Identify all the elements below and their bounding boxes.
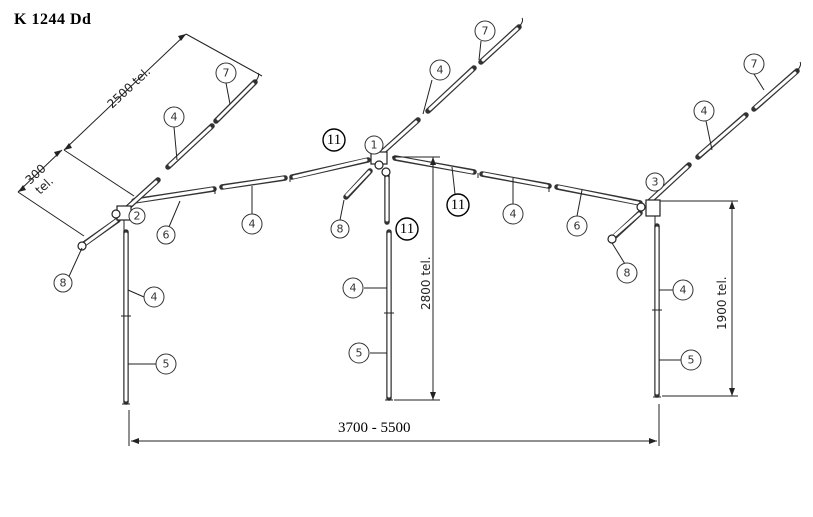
part-label-5-left: 5 xyxy=(155,353,177,375)
part-label-11-left: 11 xyxy=(322,128,346,152)
side-height-dimension: 1900 tel. xyxy=(660,200,738,397)
part-label-4-left-awning: 4 xyxy=(163,106,185,128)
part-label-4-left-pole: 4 xyxy=(143,286,165,308)
part-label-4-center-pole: 4 xyxy=(342,277,364,299)
part-label-4-center-awning: 4 xyxy=(429,59,451,81)
center-height-label: 2800 tel. xyxy=(419,256,433,310)
svg-text:11: 11 xyxy=(451,197,465,213)
svg-text:4: 4 xyxy=(171,111,178,124)
svg-text:5: 5 xyxy=(688,354,695,367)
svg-text:4: 4 xyxy=(151,291,158,304)
svg-text:11: 11 xyxy=(400,221,414,237)
part-label-11-right: 11 xyxy=(446,193,470,217)
part-label-5-right: 5 xyxy=(680,349,702,371)
part-label-7-left: 7 xyxy=(215,62,237,84)
width-label: 3700 - 5500 xyxy=(338,420,411,436)
part-label-8-left: 8 xyxy=(53,273,73,293)
part-label-6-right: 6 xyxy=(566,215,588,237)
svg-text:7: 7 xyxy=(482,25,489,38)
part-label-4-right-awning: 4 xyxy=(693,100,715,122)
width-dimension: 3700 - 5500 xyxy=(128,404,660,446)
svg-text:4: 4 xyxy=(680,284,687,297)
svg-text:4: 4 xyxy=(249,218,256,231)
part-label-7-right: 7 xyxy=(743,53,765,75)
left-roof-rafter xyxy=(131,157,371,204)
part-label-6-left: 6 xyxy=(156,225,176,245)
svg-text:11: 11 xyxy=(327,132,341,148)
part-label-7-center: 7 xyxy=(474,20,496,42)
svg-text:6: 6 xyxy=(163,229,170,242)
svg-text:4: 4 xyxy=(350,282,357,295)
svg-text:1: 1 xyxy=(371,139,378,152)
part-label-5-center: 5 xyxy=(348,342,370,364)
part-label-3: 3 xyxy=(645,172,665,192)
svg-text:5: 5 xyxy=(356,347,363,360)
peak-joint xyxy=(370,151,391,177)
side-height-label: 1900 tel. xyxy=(715,276,729,330)
drawing-title: K 1244 Dd xyxy=(14,11,92,28)
awning-length-label: 2500 tel. xyxy=(104,64,153,111)
right-awning-pole xyxy=(607,61,802,244)
part-label-8-center: 8 xyxy=(330,219,350,239)
svg-text:4: 4 xyxy=(510,208,517,221)
svg-text:4: 4 xyxy=(437,64,444,77)
center-awning-pole xyxy=(343,17,524,200)
part-label-1: 1 xyxy=(364,135,384,155)
svg-text:4: 4 xyxy=(701,105,708,118)
center-height-dimension: 2800 tel. xyxy=(392,156,440,401)
center-upright-pole xyxy=(384,173,394,401)
right-upright-pole xyxy=(652,223,662,398)
awning-offset-dimension: 300 tel. xyxy=(17,149,85,237)
part-label-8-right: 8 xyxy=(616,262,638,284)
part-label-4-right-pole: 4 xyxy=(672,279,694,301)
left-upright-pole xyxy=(121,229,131,405)
svg-text:7: 7 xyxy=(751,58,758,71)
part-label-4-left-rafter: 4 xyxy=(241,213,263,235)
part-label-4-right-rafter: 4 xyxy=(502,203,524,225)
svg-text:5: 5 xyxy=(163,358,170,371)
svg-text:8: 8 xyxy=(60,277,67,290)
svg-text:7: 7 xyxy=(223,67,230,80)
left-awning-pole xyxy=(77,72,260,251)
right-eave-joint xyxy=(636,199,661,226)
part-label-11-center: 11 xyxy=(395,217,419,241)
svg-text:2: 2 xyxy=(134,210,141,223)
svg-text:8: 8 xyxy=(624,267,631,280)
left-eave-joint xyxy=(111,205,132,232)
svg-text:8: 8 xyxy=(337,223,344,236)
svg-text:3: 3 xyxy=(652,176,659,189)
awning-length-dimension: 2500 tel. xyxy=(63,33,263,197)
svg-text:6: 6 xyxy=(574,220,581,233)
part-label-2: 2 xyxy=(128,207,146,225)
